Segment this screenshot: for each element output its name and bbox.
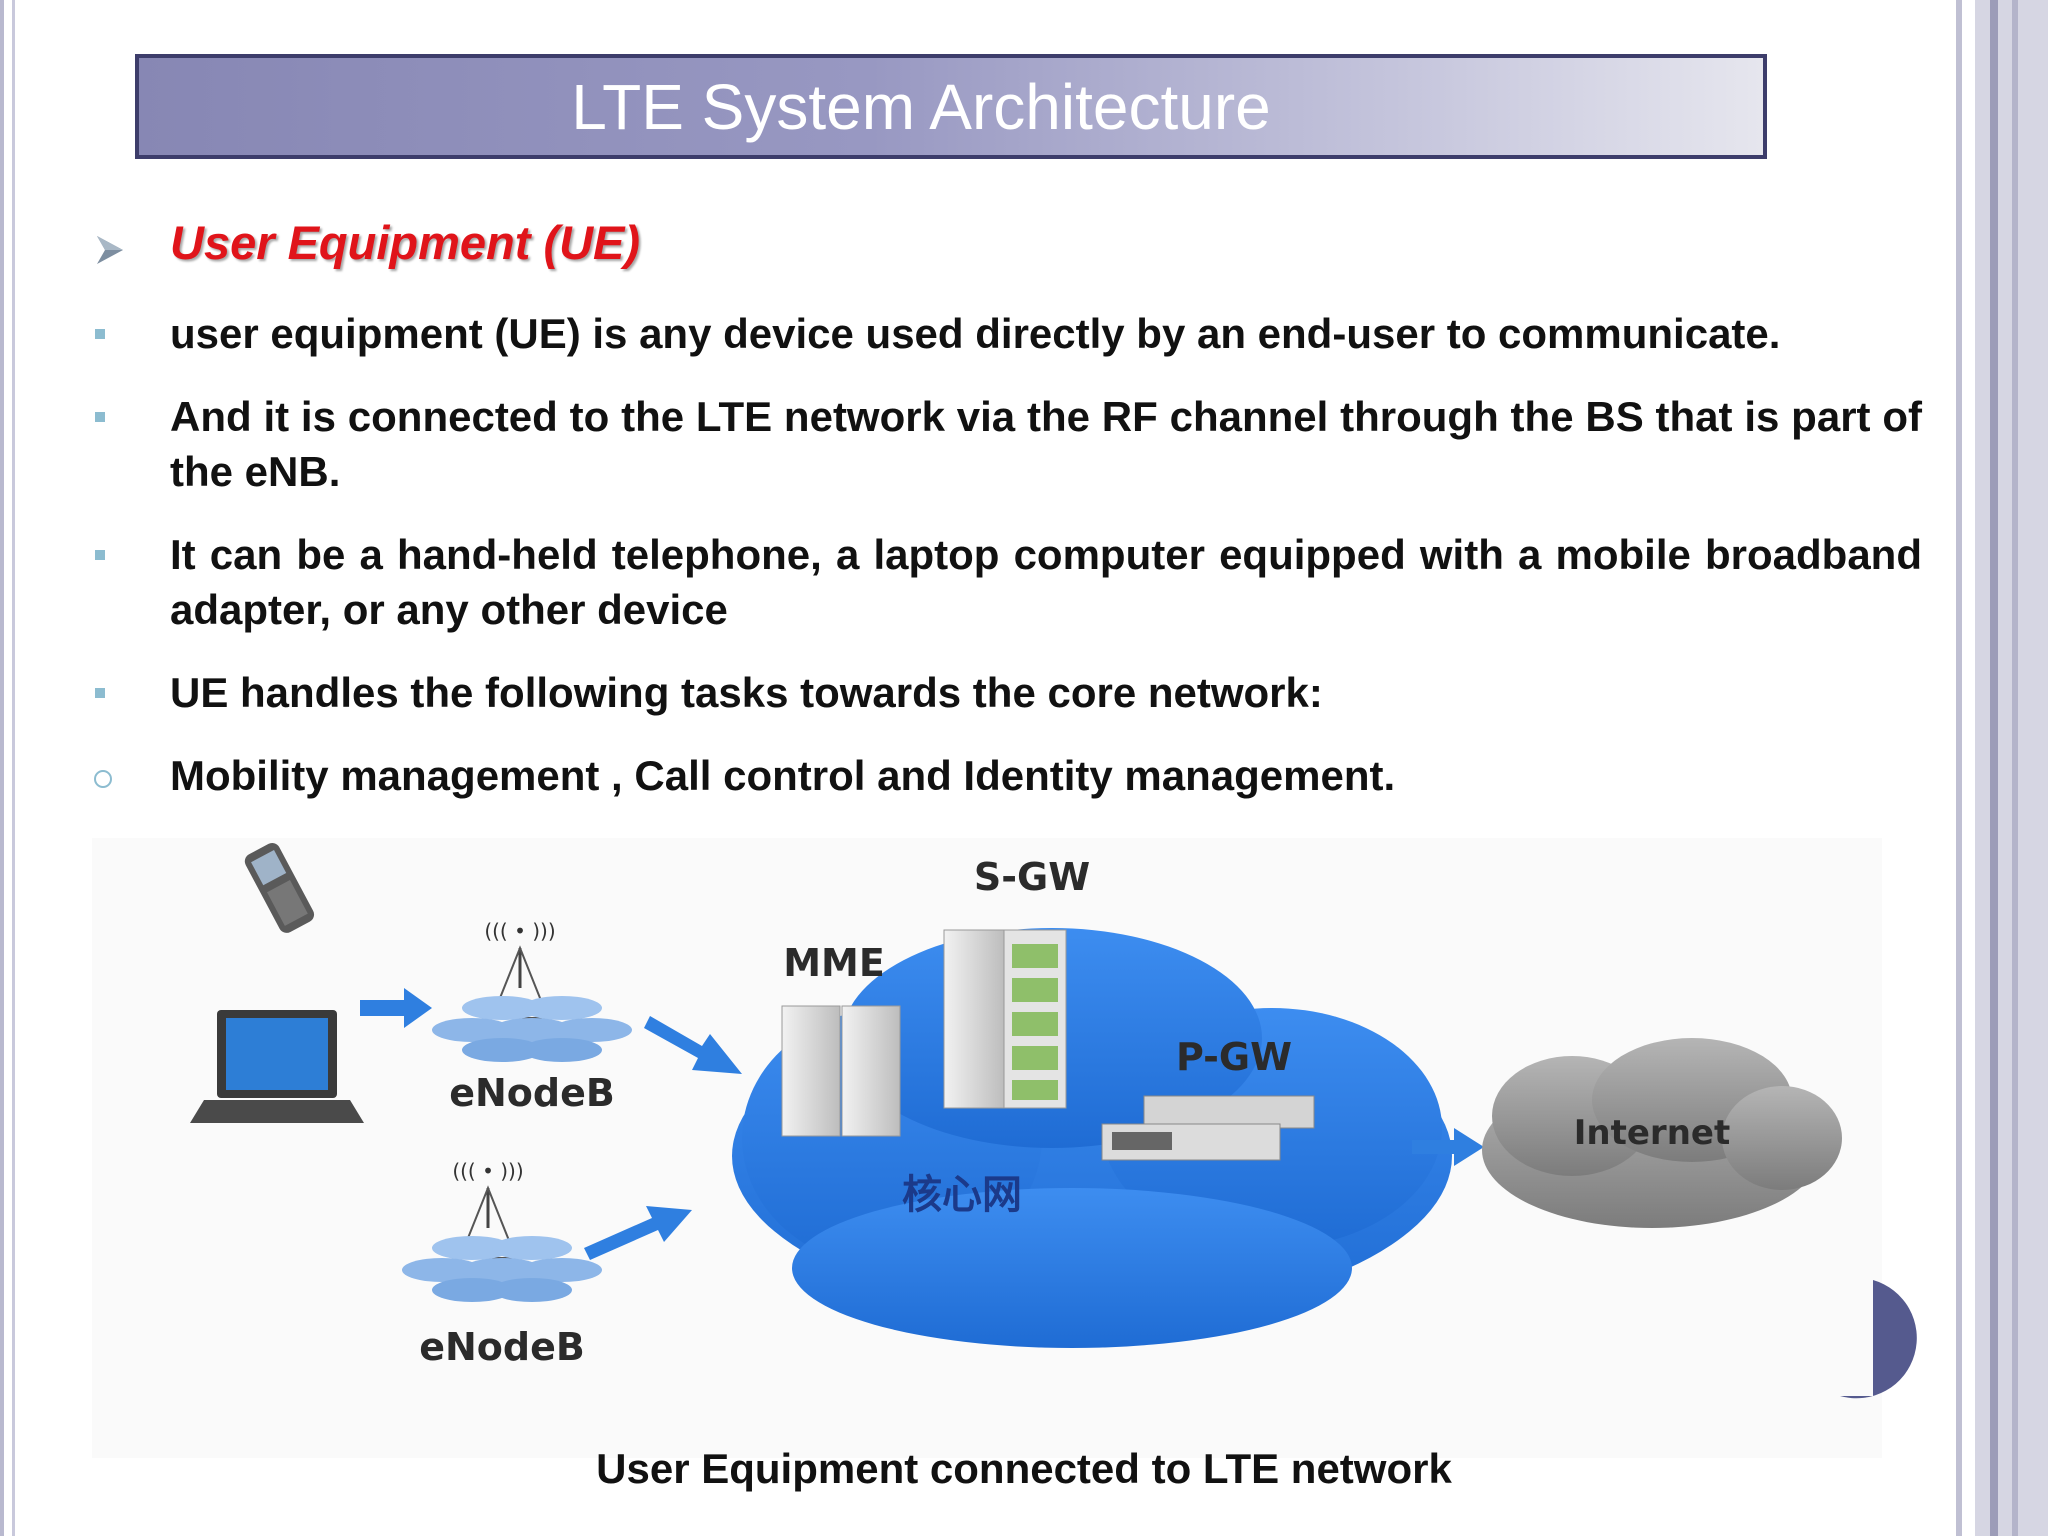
antenna-icon: ((( • ))) [402, 1159, 602, 1302]
right-border-stripe [1956, 0, 1962, 1536]
right-border-band-edge [2012, 0, 2018, 1536]
phone-icon [244, 842, 315, 933]
pgw-label: P-GW [1176, 1035, 1292, 1079]
left-border-line [0, 0, 4, 1536]
circle-bullet-icon [94, 770, 112, 788]
bullet-text: It can be a hand-held telephone, a lapto… [170, 531, 1922, 633]
slide-title: LTE System Architecture [571, 70, 1271, 143]
bullet-text: user equipment (UE) is any device used d… [170, 310, 1781, 357]
sgw-label: S-GW [974, 855, 1090, 899]
sub-bullet-text: Mobility management , Call control and I… [170, 752, 1396, 799]
square-bullet-icon [95, 550, 105, 560]
right-border-band-inner [1990, 0, 1998, 1536]
svg-text:((( • ))): ((( • ))) [452, 1159, 523, 1183]
server-icon [1101, 1095, 1315, 1161]
arrow-enodeb-to-core [584, 1016, 742, 1260]
figure-caption: User Equipment connected to LTE network [596, 1445, 1452, 1492]
core-network-label: 核心网 [902, 1172, 1022, 1218]
mme-label: MME [783, 941, 885, 985]
diagram-svg: ((( • ))) eNodeB ((( • ))) eNodeB [190, 842, 1842, 1369]
internet-label: Internet [1574, 1113, 1730, 1153]
right-border-band [1975, 0, 2048, 1536]
lte-network-diagram: ((( • ))) eNodeB ((( • ))) eNodeB [92, 838, 1882, 1458]
server-icon [943, 929, 1067, 1109]
svg-text:((( • ))): ((( • ))) [484, 919, 555, 943]
left-border-line-inner [12, 0, 15, 1536]
laptop-icon [190, 1010, 364, 1123]
server-icon [781, 1005, 901, 1137]
square-bullet-icon [95, 412, 105, 422]
cloud-icon [1482, 1038, 1842, 1228]
section-heading: User Equipment (UE) [170, 216, 641, 269]
antenna-icon: ((( • ))) [432, 919, 632, 1062]
enodeb-bottom-label: eNodeB [419, 1325, 585, 1369]
arrow-ue-to-enodeb [360, 988, 432, 1028]
square-bullet-icon [95, 688, 105, 698]
title-bar: LTE System Architecture [135, 54, 1767, 159]
bullet-text: UE handles the following tasks towards t… [170, 669, 1323, 716]
enodeb-top-label: eNodeB [449, 1071, 615, 1115]
accent-circle-icon [1840, 1280, 1917, 1399]
square-bullet-icon [95, 329, 105, 339]
arrow-bullet-icon [97, 236, 123, 264]
core-network-cloud [732, 928, 1452, 1348]
arrow-core-to-internet [1412, 1128, 1484, 1166]
bullet-text: And it is connected to the LTE network v… [170, 393, 1922, 495]
